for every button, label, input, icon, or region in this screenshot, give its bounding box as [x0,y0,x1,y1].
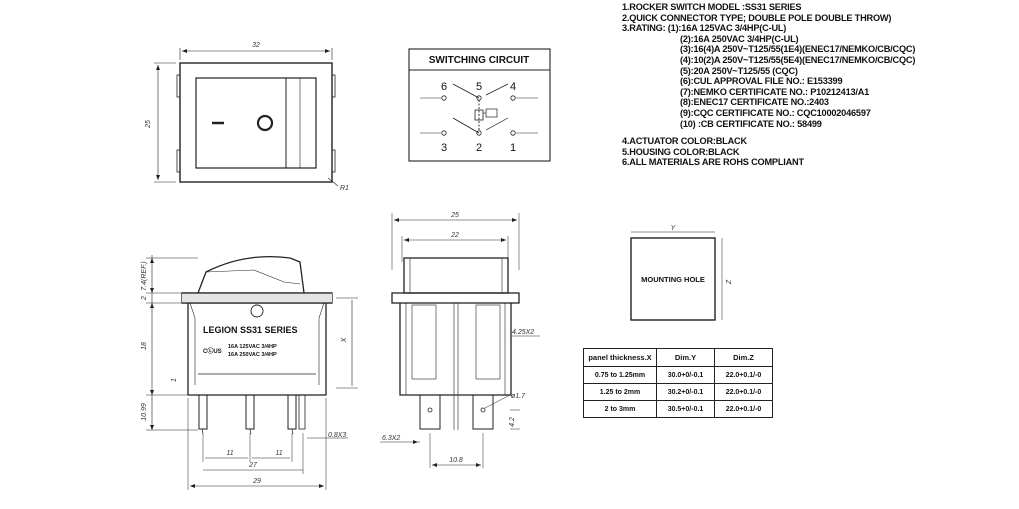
rating-line-6: (6):CUL APPROVAL FILE NO.: E153399 [680,76,843,87]
table-cell: 22.0+0.1/-0 [714,366,773,384]
body-height-dim: 18 [141,342,148,350]
rating-line-4: (4):10(2)A 250V~T125/55(5E4)(ENEC17/NEMK… [680,54,916,65]
tab-span-dim: 10.8 [449,457,463,464]
overall-width-dim: 29 [252,478,261,485]
pin-3-label: 3 [441,142,447,154]
spec-notes: 1.ROCKER SWITCH MODEL :SS31 SERIES 2.QUI… [622,2,915,168]
pin-4-label: 4 [510,81,516,93]
table-cell: 22.0+0.1/-0 [714,383,773,401]
table-header: Dim.Y [656,348,715,367]
on-symbol-icon [256,114,274,132]
rating-line-10: (10) :CB CERTIFICATE NO.: 58499 [680,118,822,129]
cert-mark: CⓁUS [203,347,222,355]
table-cell: 30.2+0/-0.1 [656,383,715,401]
hole-dim: ø1.7 [511,393,526,400]
rating-line-2: (2):16A 250VAC 3/4HP(C-UL) [680,33,799,44]
table-cell: 2 to 3mm [583,400,657,418]
spec-line-2: 2.QUICK CONNECTOR TYPE; DOUBLE POLE DOUB… [622,12,892,23]
step-dim: 1 [171,378,178,382]
end-inner-dim: 22 [450,232,459,239]
spec-line-3: 3.RATING: (1):16A 125VAC 3/4HP(C-UL) [622,23,787,34]
mount-z-dim: Z [726,279,733,285]
color-line-3: 6.ALL MATERIALS ARE ROHS COMPLIANT [622,157,804,168]
table-row: 1.25 to 2mm 30.2+0/-0.1 22.0+0.1/-0 [583,383,773,401]
pin-2-label: 2 [476,142,482,154]
rating-line-7: (7):NEMKO CERTIFICATE NO.: P10212413/A1 [680,86,870,97]
switching-circuit: SWITCHING CIRCUIT 6 5 4 3 2 1 [408,48,551,162]
table-cell: 30.0+0/-0.1 [656,366,715,384]
panel-x-dim: X [341,337,348,343]
table-header: panel thickness.X [583,348,657,367]
table-cell: 1.25 to 2mm [583,383,657,401]
tab-width-dim: 6.3X2 [382,435,400,442]
rating-line-9: (9):CQC CERTIFICATE NO.: CQC10002046597 [680,107,871,118]
flange-dim: 2 [141,296,148,301]
table-row: 2 to 3mm 30.5+0/-0.1 22.0+0.1/-0 [583,400,773,418]
rating-b: 16A 250VAC 3/4HP [228,352,277,358]
table-cell: 30.5+0/-0.1 [656,400,715,418]
brand-line: LEGION SS31 SERIES [203,325,298,335]
rating-line-5: (5):20A 250V~T125/55 (CQC) [680,65,798,76]
front-width-dim: 32 [252,42,260,49]
table-row: 0.75 to 1.25mm 30.0+0/-0.1 22.0+0.1/-0 [583,366,773,384]
rating-a: 16A 125VAC 3/4HP [228,344,277,350]
pitch-a-dim: 11 [226,450,233,457]
pitch-b-dim: 11 [275,450,282,457]
table-cell: 0.75 to 1.25mm [583,366,657,384]
tab-thickness-dim: 0.8X3 [328,432,346,439]
mounting-hole: Y Z MOUNTING HOLE [630,225,733,321]
radius-dim: R1 [340,185,349,192]
pin-1-label: 1 [510,142,516,154]
front-view: 32 25 R1 [145,42,349,192]
mount-y-dim: Y [671,225,677,232]
pin-5-label: 5 [476,81,482,93]
color-line-2: 5.HOUSING COLOR:BLACK [622,146,740,157]
table-cell: 22.0+0.1/-0 [714,400,773,418]
terminal-span-dim: 27 [248,462,258,469]
terminal-length-dim: 10.99 [141,403,148,421]
rating-line-8: (8):ENEC17 CERTIFICATE NO.:2403 [680,97,829,108]
mounting-label: MOUNTING HOLE [641,275,705,284]
side-view: LEGION SS31 SERIES 16A 125VAC 3/4HP 16A … [141,255,358,490]
spec-line-1: 1.ROCKER SWITCH MODEL :SS31 SERIES [622,2,802,12]
circuit-title: SWITCHING CIRCUIT [429,55,530,66]
actuator-ref-dim: 7.4(REF.) [141,261,148,290]
end-step-dim: 4.25X2 [512,329,534,336]
end-outer-dim: 25 [450,212,459,219]
panel-thickness-table: panel thickness.X Dim.Y Dim.Z 0.75 to 1.… [583,348,773,418]
front-height-dim: 25 [145,120,152,129]
color-line-1: 4.ACTUATOR COLOR:BLACK [622,136,747,147]
table-header: Dim.Z [714,348,773,367]
rating-line-3: (3):16(4)A 250V~T125/55(1E4)(ENEC17/NEMK… [680,44,916,55]
pin-6-label: 6 [441,81,447,93]
hole-position-dim: 4.2 [509,417,516,427]
end-view: 25 22 4.25X2 ø1.7 4.2 [380,212,540,468]
